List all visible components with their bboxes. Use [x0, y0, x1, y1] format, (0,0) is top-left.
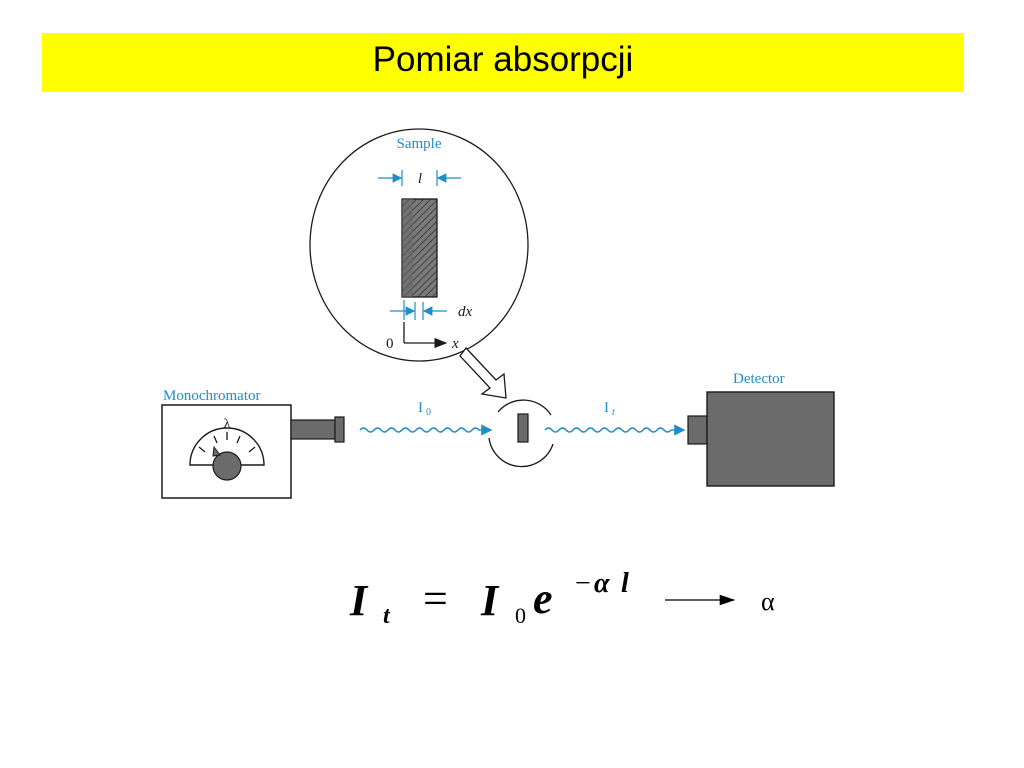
incident-beam-subscript: 0	[426, 407, 431, 418]
formula-exponent-minus: −	[575, 568, 591, 599]
zoom-arrow-icon	[459, 346, 507, 399]
detector-label: Detector	[733, 371, 785, 387]
monochromator-label: Monochromator	[163, 388, 260, 404]
formula-lhs-intensity: I	[349, 576, 369, 625]
slice-dimension	[390, 300, 447, 320]
formula-exponent-alpha: α	[594, 568, 610, 599]
transmitted-beam-subscript: t	[612, 407, 615, 418]
wavelength-knob-icon	[212, 451, 242, 481]
formula-exponential-base: e	[533, 574, 553, 623]
slice-label: dx	[458, 304, 473, 320]
detector: Detector	[687, 371, 835, 487]
thickness-label: l	[418, 171, 422, 187]
slide-title: Pomiar absorpcji	[372, 39, 634, 79]
formula-equals: =	[423, 574, 448, 623]
monochromator: Monochromator λ	[161, 388, 345, 499]
formula-exponent-length: l	[621, 568, 629, 599]
svg-text:I0: I0	[418, 400, 431, 418]
x-axis-label: x	[451, 336, 459, 352]
transmitted-beam-label: I	[604, 400, 609, 416]
sample-magnified-view: Sample l dx 0 x	[309, 128, 529, 399]
sample-cell	[488, 399, 554, 468]
sample-label: Sample	[397, 136, 442, 152]
incident-beam-label: I	[418, 400, 423, 416]
svg-text:It: It	[604, 400, 615, 418]
formula-lhs-subscript: t	[383, 603, 391, 629]
wavelength-label: λ	[224, 417, 231, 432]
beer-lambert-formula: I t = I 0 e − α l α	[349, 568, 775, 629]
formula-rhs-subscript: 0	[515, 603, 526, 628]
formula-rhs-intensity: I	[480, 576, 500, 625]
formula-result-alpha: α	[761, 587, 775, 616]
title-banner: Pomiar absorpcji	[42, 33, 964, 92]
wavelength-dial-icon	[189, 427, 265, 466]
origin-label: 0	[386, 336, 394, 352]
thickness-dimension	[378, 170, 461, 186]
